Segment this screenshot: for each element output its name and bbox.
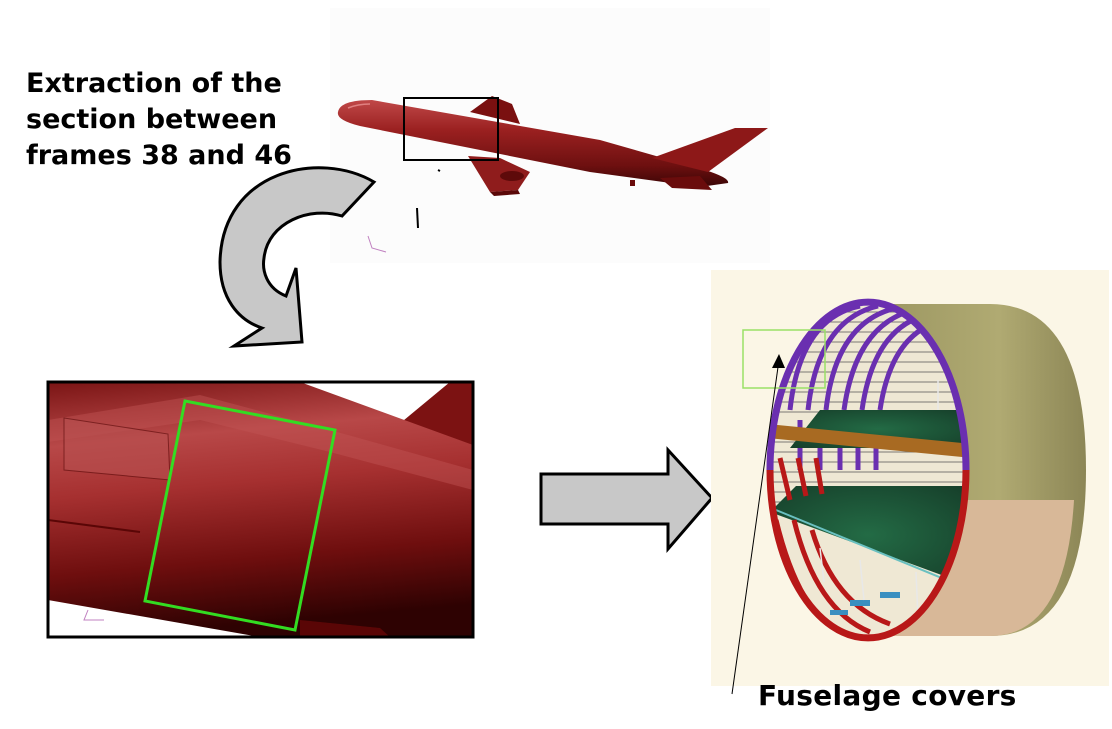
title-line-2: section between [26,104,278,135]
curved-arrow-icon [218,166,377,348]
fuselage-section-model [711,270,1109,686]
axis-triad [367,235,387,253]
title-line-1: Extraction of the [26,68,282,99]
zoomed-section-view [46,380,475,639]
title-line-3: frames 38 and 46 [26,140,292,171]
section-description: Extraction of the section between frames… [26,66,326,174]
fuselage-covers-caption: Fuselage covers [758,679,1017,712]
right-arrow-icon [539,446,715,554]
airplane-illustration [330,8,770,263]
highlighted-section [143,399,337,632]
caption-leader-line [731,354,785,695]
model-highlight-box [742,329,826,389]
selection-box [403,97,499,161]
